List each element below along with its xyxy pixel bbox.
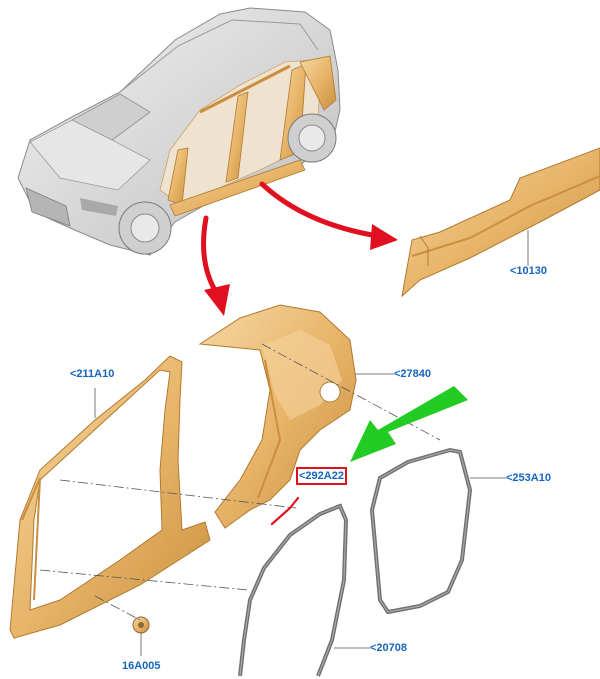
body-side-front[interactable] — [9, 355, 211, 639]
callout-16A005[interactable]: 16A005 — [122, 660, 161, 672]
callout-211A10[interactable]: <211A10 — [70, 368, 115, 380]
rocker-panel[interactable] — [401, 147, 600, 298]
arrow-red-icon — [201, 181, 398, 316]
door-seal-front[interactable] — [238, 503, 370, 677]
callout-27840[interactable]: <27840 — [394, 368, 432, 380]
grommet[interactable] — [132, 616, 150, 656]
callout-10130[interactable]: <10130 — [510, 265, 548, 277]
assembly-lines — [39, 343, 441, 621]
callout-292A22[interactable]: <292A22 — [296, 467, 347, 485]
vehicle-icon — [17, 7, 341, 256]
arrow-green-icon — [350, 386, 468, 462]
quarter-panel[interactable] — [198, 304, 394, 529]
callout-20708[interactable]: <20708 — [370, 642, 408, 654]
seal-strip-small[interactable] — [270, 496, 300, 526]
callout-253A10[interactable]: <253A10 — [506, 472, 551, 484]
door-seal-rear[interactable] — [369, 447, 506, 615]
